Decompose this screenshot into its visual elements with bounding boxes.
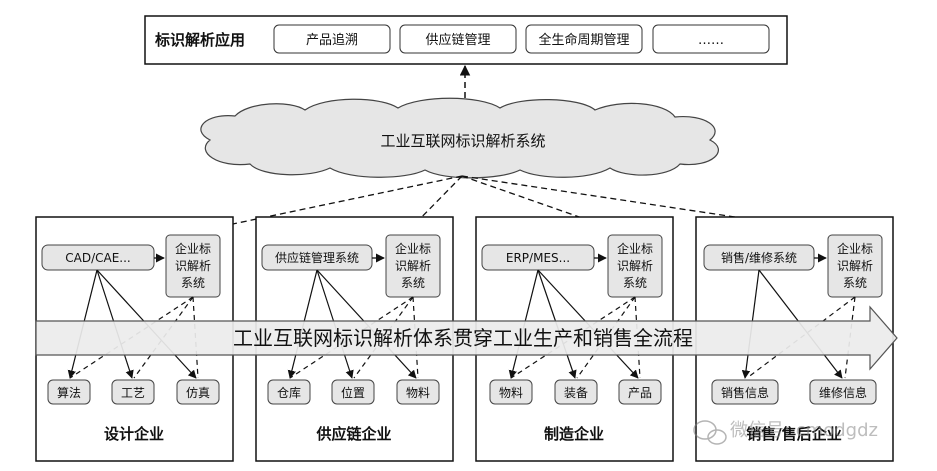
leaf-label: 算法 [57, 385, 81, 400]
resolver-line-2: 识解析 [617, 259, 653, 273]
resolver-line-2: 识解析 [175, 259, 211, 273]
system-label: ERP/MES... [506, 251, 570, 265]
leaf-label: 产品 [628, 386, 652, 400]
wechat-icon [693, 420, 727, 445]
watermark-text: 微信号: cmodgdz [730, 420, 878, 441]
sales-enterprise-content: 销售/维修系统 企业标 识解析 系统 销售信息 维修信息 [703, 234, 883, 405]
resolver-line-2: 识解析 [837, 259, 873, 273]
app-item-more: …… [698, 33, 724, 48]
leaf-label: 维修信息 [819, 385, 867, 400]
resolver-line-3: 系统 [843, 276, 867, 290]
resolver-line-3: 系统 [401, 276, 425, 290]
leaf-label: 位置 [341, 385, 365, 400]
application-item: …… [652, 24, 770, 54]
resolver-line-1: 企业标 [617, 241, 653, 256]
leaf-label: 物料 [499, 386, 523, 400]
cloud-label: 工业互联网标识解析系统 [380, 132, 545, 150]
system-label: 供应链管理系统 [275, 250, 359, 265]
resolver-line-3: 系统 [181, 276, 205, 290]
leaf-label: 销售信息 [721, 385, 769, 400]
enterprise-title-sales: 销售/售后企业 [746, 425, 841, 443]
resolver-line-1: 企业标 [175, 241, 211, 256]
process-arrow: 工业互联网标识解析体系贯穿工业生产和销售全流程 [35, 305, 898, 371]
resolver-line-3: 系统 [623, 276, 647, 290]
identity-resolution-cloud: 工业互联网标识解析系统 [200, 97, 719, 179]
leaf-label: 物料 [406, 386, 430, 400]
system-label: CAD/CAE... [65, 251, 130, 265]
application-panel: 标识解析应用 产品追溯 供应链管理 全生命周期管理 …… [144, 15, 788, 65]
leaf-label: 装备 [564, 386, 588, 400]
app-item-supply-chain: 供应链管理 [425, 32, 490, 48]
process-arrow-label: 工业互联网标识解析体系贯穿工业生产和销售全流程 [233, 326, 693, 350]
system-label: 销售/维修系统 [721, 250, 797, 265]
wechat-watermark: 微信号: cmodgdz [693, 420, 878, 445]
enterprise-title-supply: 供应链企业 [315, 425, 391, 443]
leaf-label: 工艺 [121, 386, 145, 400]
enterprise-title-manufacturing: 制造企业 [544, 425, 604, 443]
resolver-line-1: 企业标 [395, 241, 431, 256]
application-title: 标识解析应用 [154, 31, 245, 49]
application-item: 产品追溯 [273, 24, 391, 54]
application-item: 全生命周期管理 [525, 24, 643, 54]
resolver-line-1: 企业标 [837, 241, 873, 256]
app-item-lifecycle: 全生命周期管理 [538, 32, 629, 48]
enterprise-title-design: 设计企业 [104, 425, 164, 443]
resolver-line-2: 识解析 [395, 259, 431, 273]
link-supply [404, 175, 463, 235]
application-item: 供应链管理 [399, 24, 517, 54]
leaf-label: 仓库 [277, 385, 301, 400]
leaf-label: 仿真 [186, 386, 210, 400]
app-item-product-trace: 产品追溯 [306, 32, 358, 48]
design-enterprise-content: CAD/CAE... 企业标 识解析 系统 算法 工艺 仿真 [41, 234, 221, 405]
